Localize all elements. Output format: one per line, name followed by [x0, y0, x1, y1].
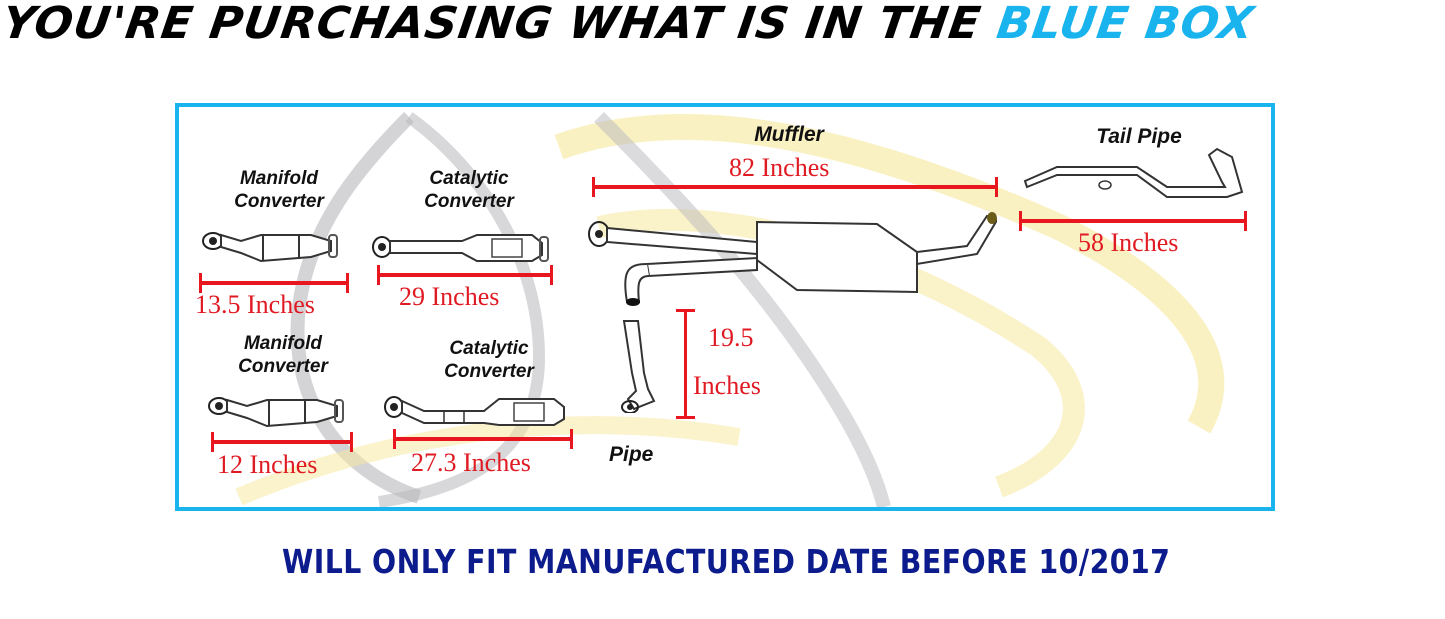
headline: YOU'RE PURCHASING WHAT IS IN THE BLUE BO… — [0, 0, 1445, 52]
tail-pipe-label: Tail Pipe — [1074, 125, 1204, 148]
headline-prefix: YOU'RE PURCHASING WHAT IS IN THE — [0, 0, 1001, 49]
tail-pipe-length: 58 Inches — [1078, 228, 1179, 257]
pipe-length-value: 19.5 — [708, 323, 754, 352]
muffler-length: 82 Inches — [729, 153, 830, 182]
fitment-notice: WILL ONLY FIT MANUFACTURED DATE BEFORE 1… — [282, 542, 1171, 581]
pipe-length-unit: Inches — [693, 371, 761, 400]
dimension-line — [592, 177, 998, 197]
label-line: Catalytic — [429, 168, 509, 189]
pipe-label: Pipe — [609, 443, 689, 466]
pipe-icon — [621, 320, 656, 413]
catalytic-converter-icon — [372, 234, 549, 262]
catalytic-converter-2-label: Catalytic Converter — [419, 337, 559, 383]
manifold-converter-1-length: 13.5 Inches — [195, 290, 315, 319]
catalytic-converter-1-label: Catalytic Converter — [399, 167, 539, 213]
tail-pipe-icon — [1023, 147, 1244, 198]
muffler-label: Muffler — [724, 123, 854, 146]
label-line: Catalytic — [449, 338, 529, 359]
dimension-line — [393, 429, 573, 449]
manifold-converter-1-label: Manifold Converter — [209, 167, 349, 213]
label-line: Manifold — [239, 168, 319, 189]
catalytic-converter-icon — [384, 396, 565, 426]
muffler-icon — [588, 212, 997, 306]
label-line: Muffler — [754, 123, 824, 146]
label-line: Manifold — [243, 333, 323, 354]
catalytic-converter-1-length: 29 Inches — [399, 282, 500, 311]
manifold-converter-2-label: Manifold Converter — [213, 332, 353, 378]
label-line: Converter — [234, 191, 324, 212]
label-line: Converter — [238, 356, 328, 377]
dimension-line — [211, 432, 353, 452]
manifold-converter-2-length: 12 Inches — [217, 450, 318, 479]
dimension-line — [199, 273, 349, 293]
dimension-line-vertical — [676, 309, 695, 419]
label-line: Tail Pipe — [1096, 125, 1182, 148]
label-line: Converter — [424, 191, 514, 212]
dimension-line — [377, 265, 553, 285]
dimension-line — [1019, 211, 1247, 231]
headline-highlight: BLUE BOX — [993, 0, 1258, 49]
label-line: Pipe — [609, 443, 654, 466]
catalytic-converter-2-length: 27.3 Inches — [411, 448, 531, 477]
manifold-converter-icon — [202, 232, 338, 263]
blue-box-diagram: Manifold Converter 13.5 Inches Catalytic… — [175, 103, 1275, 511]
manifold-converter-icon — [208, 397, 344, 428]
label-line: Converter — [444, 361, 534, 382]
